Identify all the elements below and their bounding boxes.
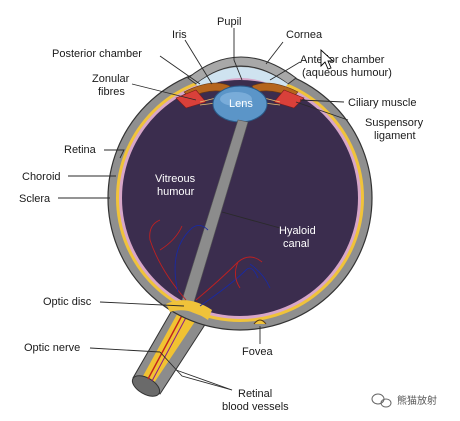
label-optic-nerve: Optic nerve bbox=[24, 342, 80, 354]
vitreous-humour-shape bbox=[122, 80, 358, 316]
label-aqueous-humour: (aqueous humour) bbox=[302, 67, 392, 79]
label-blood-vessels: blood vessels bbox=[222, 401, 289, 413]
label-suspensory: Suspensory bbox=[365, 117, 424, 129]
label-ligament: ligament bbox=[374, 130, 416, 142]
label-lens: Lens bbox=[229, 98, 253, 110]
label-humour: humour bbox=[157, 186, 195, 198]
ciliary-muscle-right bbox=[273, 89, 305, 109]
diagram-labels: Pupil Iris Cornea Posterior chamber Ante… bbox=[19, 16, 424, 413]
label-vitreous: Vitreous bbox=[155, 173, 196, 185]
wechat-icon bbox=[371, 393, 392, 408]
watermark-text: 熊猫放射 bbox=[397, 394, 437, 407]
mouse-cursor-icon bbox=[320, 48, 335, 70]
label-anterior-chamber: Anterior chamber bbox=[300, 54, 385, 66]
label-posterior-chamber: Posterior chamber bbox=[52, 48, 142, 60]
anterior-chamber-shape bbox=[196, 67, 288, 90]
label-fibres: fibres bbox=[98, 86, 125, 98]
label-iris: Iris bbox=[172, 29, 187, 41]
label-optic-disc: Optic disc bbox=[43, 296, 92, 308]
label-ciliary-muscle: Ciliary muscle bbox=[348, 97, 416, 109]
label-cornea: Cornea bbox=[286, 29, 323, 41]
label-hyaloid: Hyaloid bbox=[279, 225, 316, 237]
cornea-shape bbox=[187, 56, 297, 85]
label-fovea: Fovea bbox=[242, 346, 273, 358]
optic-nerve-shape bbox=[131, 304, 209, 397]
label-canal: canal bbox=[283, 238, 309, 250]
label-zonular: Zonular bbox=[92, 73, 130, 85]
label-choroid: Choroid bbox=[22, 171, 61, 183]
label-sclera: Sclera bbox=[19, 193, 51, 205]
eyeball bbox=[107, 65, 373, 331]
leader-lines bbox=[58, 28, 349, 391]
watermark: 熊猫放射 bbox=[371, 393, 437, 408]
retinal-blood-vessels bbox=[149, 219, 271, 307]
fovea-shape bbox=[253, 319, 267, 325]
label-pupil: Pupil bbox=[217, 16, 241, 28]
label-retinal: Retinal bbox=[238, 388, 272, 400]
label-retina: Retina bbox=[64, 144, 97, 156]
